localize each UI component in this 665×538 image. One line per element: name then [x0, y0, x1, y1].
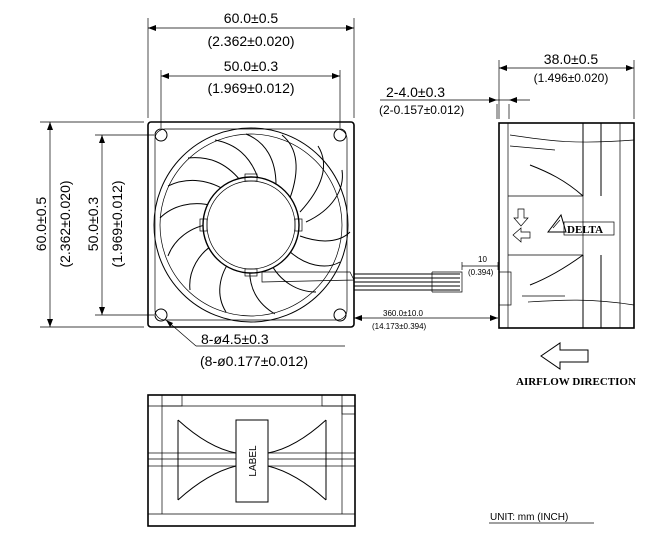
label-text: LABEL: [248, 445, 259, 477]
height-dimension: 60.0±0.5 (2.362±0.020): [33, 121, 144, 328]
lead-wire: [354, 271, 463, 293]
brand-text: DELTA: [567, 224, 603, 236]
unit-note: UNIT: mm (INCH): [489, 512, 594, 524]
mount-hole-br: [333, 308, 347, 322]
strip-length-text: 10: [478, 255, 487, 264]
depth-text: 38.0±0.5: [544, 51, 599, 67]
rib-dimension: 2-4.0±0.3 (2-0.157±0.012): [379, 84, 530, 119]
hole-pitch-height-text: 50.0±0.3: [85, 197, 101, 252]
width-dimension: 60.0±0.5 (2.362±0.020): [147, 10, 355, 118]
overall-width-text: 60.0±0.5: [224, 10, 279, 26]
lead-length-inch-text: (14.173±0.394): [372, 322, 427, 331]
mount-hole-tr: [333, 128, 347, 142]
depth-inch-text: (1.496±0.020): [534, 71, 609, 85]
airflow-arrow-icon: [540, 342, 589, 370]
hole-pitch-height-inch-text: (1.969±0.012): [109, 180, 125, 267]
hole-callout: 8-ø4.5±0.3 (8-ø0.177±0.012): [165, 319, 345, 369]
airflow-direction: AIRFLOW DIRECTION: [516, 342, 636, 388]
hole-pitch-width-text: 50.0±0.3: [224, 58, 279, 74]
lead-length-dimension: 360.0±10.0 (14.173±0.394): [354, 309, 498, 331]
airflow-label: AIRFLOW DIRECTION: [516, 376, 636, 388]
hole-pitch-width-inch-text: (1.969±0.012): [207, 80, 294, 96]
label-area: [235, 419, 269, 503]
hole-pitch-width-dimension: 50.0±0.3 (1.969±0.012): [160, 58, 341, 128]
side-view: DELTA: [498, 122, 635, 329]
strip-length-inch-text: (0.394): [468, 268, 494, 277]
rib-inch-text: (2-0.157±0.012): [379, 103, 464, 117]
depth-dimension: 38.0±0.5 (1.496±0.020): [498, 51, 635, 119]
bottom-view: LABEL: [147, 394, 356, 527]
unit-note-text: UNIT: mm (INCH): [490, 512, 568, 523]
overall-width-inch-text: (2.362±0.020): [207, 33, 294, 49]
mount-hole-tl: [154, 128, 168, 142]
hole-spec-text: 8-ø4.5±0.3: [201, 331, 269, 347]
lead-length-text: 360.0±10.0: [383, 309, 424, 318]
delta-logo-icon: DELTA: [546, 213, 615, 236]
fan-hub: [202, 176, 300, 274]
rib-text: 2-4.0±0.3: [386, 84, 445, 100]
front-view: [147, 121, 355, 328]
hole-spec-inch-text: (8-ø0.177±0.012): [200, 353, 308, 369]
strip-dimension: 10 (0.394): [461, 255, 499, 277]
overall-height-inch-text: (2.362±0.020): [57, 180, 73, 267]
mount-hole-bl: [154, 308, 168, 322]
overall-height-text: 60.0±0.5: [33, 197, 49, 252]
hole-pitch-height-dimension: 50.0±0.3 (1.969±0.012): [85, 134, 154, 316]
side-airflow-icon: [512, 208, 531, 243]
